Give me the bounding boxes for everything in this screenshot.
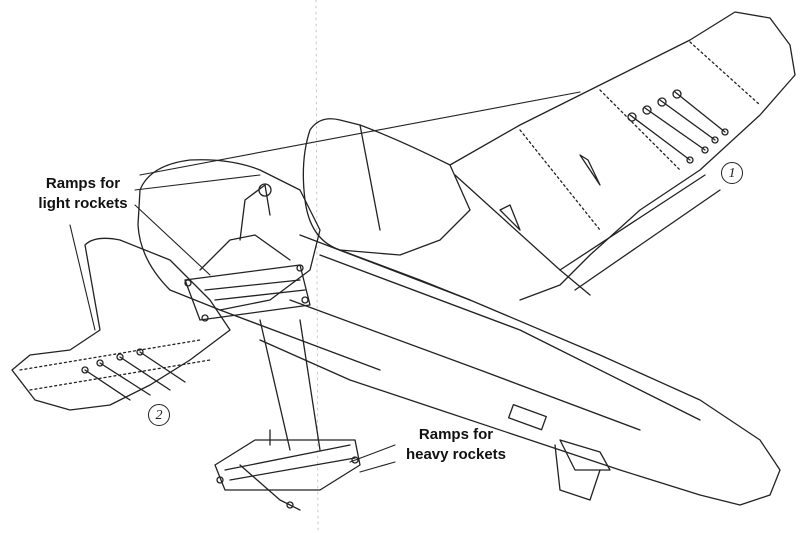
- label-heavy-line1: Ramps for: [418, 426, 494, 443]
- label-light-rockets: Ramps for light rockets: [28, 174, 138, 214]
- right-engine: [302, 118, 471, 301]
- heavy-rocket-ramps: [214, 319, 361, 511]
- label-light-line2: light rockets: [38, 195, 128, 212]
- left-engine: [137, 159, 381, 371]
- callout-two: 2: [148, 404, 170, 426]
- label-heavy-rockets: Ramps for heavy rockets: [396, 425, 516, 465]
- callout-one: 1: [721, 162, 743, 184]
- label-heavy-line2: heavy rockets: [405, 446, 507, 463]
- right-wing-ramps: [627, 89, 729, 164]
- left-wing: [11, 237, 231, 411]
- leader-lines: [69, 91, 581, 473]
- right-wing: [449, 11, 796, 301]
- fuselage: [259, 234, 781, 506]
- light-rocket-ramps: [184, 183, 311, 322]
- page-fold-line: [315, 0, 319, 533]
- left-wing-ramps: [81, 348, 186, 401]
- label-light-line1: Ramps for: [45, 175, 121, 192]
